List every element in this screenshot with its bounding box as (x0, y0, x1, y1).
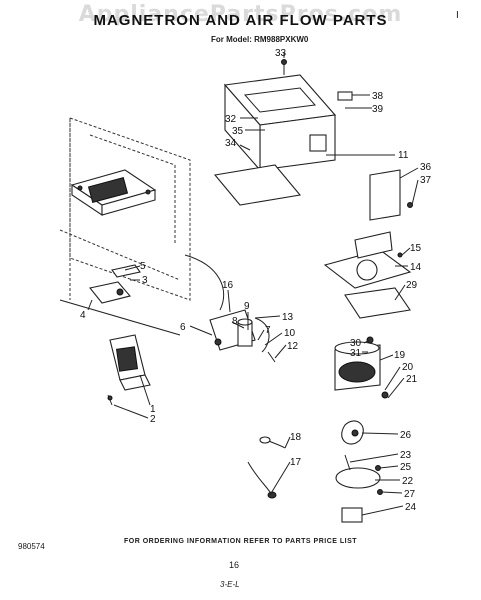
callout-24: 24 (405, 502, 417, 513)
clip-parts (337, 91, 360, 109)
callout-20: 20 (402, 362, 414, 373)
leader-lines (87, 52, 419, 516)
callout-38: 38 (372, 91, 384, 102)
vent-cover (369, 169, 413, 221)
callout-21: 21 (406, 374, 418, 385)
filter-plate (213, 164, 302, 206)
callout-33: 33 (275, 48, 287, 59)
bottom-mark: 3-E-L (220, 580, 240, 589)
callout-34: 34 (225, 138, 237, 149)
fan-motor (334, 336, 389, 399)
screw-33 (281, 59, 287, 75)
callout-11: 11 (398, 150, 409, 161)
callout-35: 35 (232, 126, 244, 137)
thermal-leads (247, 436, 286, 499)
callout-8: 8 (232, 316, 238, 327)
callout-3: 3 (142, 275, 148, 286)
callout-1: 1 (150, 404, 156, 415)
callout-30: 30 (350, 338, 362, 349)
callout-4: 4 (80, 310, 86, 321)
fan-blade (341, 420, 364, 445)
callout-17: 17 (290, 457, 302, 468)
air-guide-duct (223, 74, 337, 172)
callout-19: 19 (394, 350, 406, 361)
callout-15: 15 (410, 243, 422, 254)
callout-25: 25 (400, 462, 412, 473)
callout-31: 31 (350, 348, 362, 359)
callout-6: 6 (180, 322, 186, 333)
callout-9: 9 (244, 301, 250, 312)
callout-5: 5 (140, 261, 146, 272)
oven-cavity-outline (59, 117, 191, 336)
callout-10: 10 (284, 328, 296, 339)
model-number: For Model: RM988PXKW0 (211, 35, 309, 44)
capacitor-assembly (209, 309, 276, 363)
magnetron-assembly (70, 169, 157, 217)
bracket-parts (89, 264, 141, 304)
callout-18: 18 (290, 432, 302, 443)
fan-housing (344, 287, 411, 319)
damper-assembly (335, 454, 383, 523)
document-number: 980574 (18, 542, 45, 551)
transformer (107, 334, 151, 406)
callout-14: 14 (410, 262, 422, 273)
callout-7: 7 (265, 325, 271, 336)
callout-13: 13 (282, 312, 294, 323)
corner-mark: I (456, 10, 459, 21)
callout-27: 27 (404, 489, 416, 500)
callout-36: 36 (420, 162, 432, 173)
fan-bracket (323, 231, 412, 289)
callout-16: 16 (222, 280, 234, 291)
callout-39: 39 (372, 104, 384, 115)
watermark: AppliancePartsPros.com (78, 2, 403, 27)
callout-29: 29 (406, 280, 418, 291)
callout-23: 23 (400, 450, 412, 461)
wire-lead (184, 254, 225, 311)
callout-32: 32 (225, 114, 237, 125)
callout-labels: 33 38 39 32 35 34 11 36 37 15 14 29 5 3 … (80, 48, 432, 513)
callout-37: 37 (420, 175, 432, 186)
callout-22: 22 (402, 476, 414, 487)
callout-2: 2 (150, 414, 156, 425)
callout-26: 26 (400, 430, 412, 441)
diagram-title: MAGNETRON AND AIR FLOW PARTS (93, 12, 388, 29)
page-number: 16 (229, 560, 240, 570)
callout-12: 12 (287, 341, 299, 352)
ordering-note: FOR ORDERING INFORMATION REFER TO PARTS … (123, 538, 358, 545)
